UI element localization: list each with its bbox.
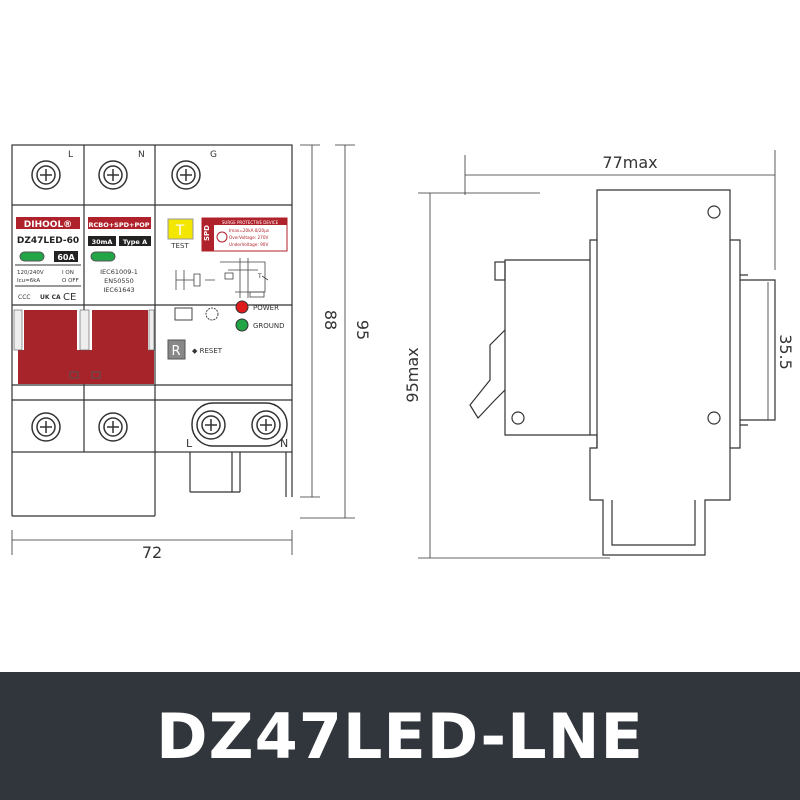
icu-label: Icu=6kA [17, 278, 40, 284]
reset-key: R [171, 344, 180, 359]
screw-icon [31, 160, 61, 190]
test-label: TEST [170, 242, 189, 250]
test-key: T [175, 223, 185, 239]
off-label: O OFF [62, 278, 79, 284]
terminal-label-g: G [210, 150, 217, 160]
on-label: I ON [62, 270, 74, 276]
terminal-screws [31, 160, 288, 447]
ukca-mark: UK CA [40, 294, 61, 301]
type-badge: Type A [123, 238, 147, 246]
standard-3: IEC61643 [103, 286, 134, 294]
screw-icon [98, 160, 128, 190]
spd-tag: SPD [203, 225, 211, 241]
footer-band: DZ47LED-LNE [0, 672, 800, 800]
reset-label: ◆ RESET [192, 347, 223, 355]
screw-icon [31, 412, 61, 442]
standard-2: EN50550 [104, 277, 134, 285]
screw-icon [251, 410, 281, 440]
device-body-outline [11, 144, 293, 453]
function-badge: RCBO+SPD+POP [88, 221, 149, 229]
reset-button[interactable] [167, 339, 186, 360]
power-label: POWER [253, 304, 279, 312]
screw-icon [98, 412, 128, 442]
dim-72: 72 [142, 543, 162, 562]
spd-title: SURGE PROTECTIVE DEVICE [222, 220, 279, 225]
terminal-label-bottom-n: N [280, 437, 288, 450]
spd-line-2: OverVoltage: 270V [229, 235, 269, 240]
temperature-icon [205, 307, 219, 321]
circuit-schematic-icon [175, 258, 269, 298]
voltage-label: 120/240V [17, 270, 44, 276]
side-view [469, 189, 776, 556]
ccc-mark: CCC [18, 294, 31, 301]
terminal-label-bottom-l: L [186, 437, 193, 450]
wave-icon [174, 307, 193, 321]
rating-badge: 60A [57, 253, 75, 262]
dim-77max: 77max [602, 153, 657, 172]
ground-label: GROUND [253, 322, 285, 330]
terminal-label-n: N [138, 150, 145, 160]
terminal-label-l: L [68, 150, 73, 160]
spd-line-3: UnderVoltage: 90V [229, 242, 268, 247]
status-led [90, 251, 116, 262]
technical-drawing: L N G L N DIHOOL® DZ47LED-60 60A 120/240… [11, 144, 795, 562]
svg-text:T: T [257, 273, 262, 280]
test-button[interactable] [167, 218, 194, 240]
ce-mark: CE [63, 292, 76, 303]
dim-95max: 95max [403, 347, 422, 402]
dim-95: 95 [353, 320, 372, 340]
screw-icon [171, 160, 201, 190]
ground-indicator [235, 318, 249, 332]
product-title: DZ47LED-LNE [156, 699, 644, 773]
dim-35-5: 35.5 [776, 334, 795, 370]
standard-1: IEC61009-1 [100, 268, 138, 276]
brand-logo: DIHOOL® [24, 220, 72, 230]
toggle-handle[interactable] [13, 309, 155, 384]
dim-88: 88 [321, 310, 340, 330]
power-indicator [235, 300, 249, 314]
spd-line-1: Imax=20kA 8/20μs [229, 228, 269, 233]
status-led [19, 251, 45, 262]
current-badge: 30mA [92, 238, 113, 246]
lightning-icon [216, 231, 228, 243]
model-label: DZ47LED-60 [17, 236, 79, 246]
screw-icon [196, 410, 226, 440]
